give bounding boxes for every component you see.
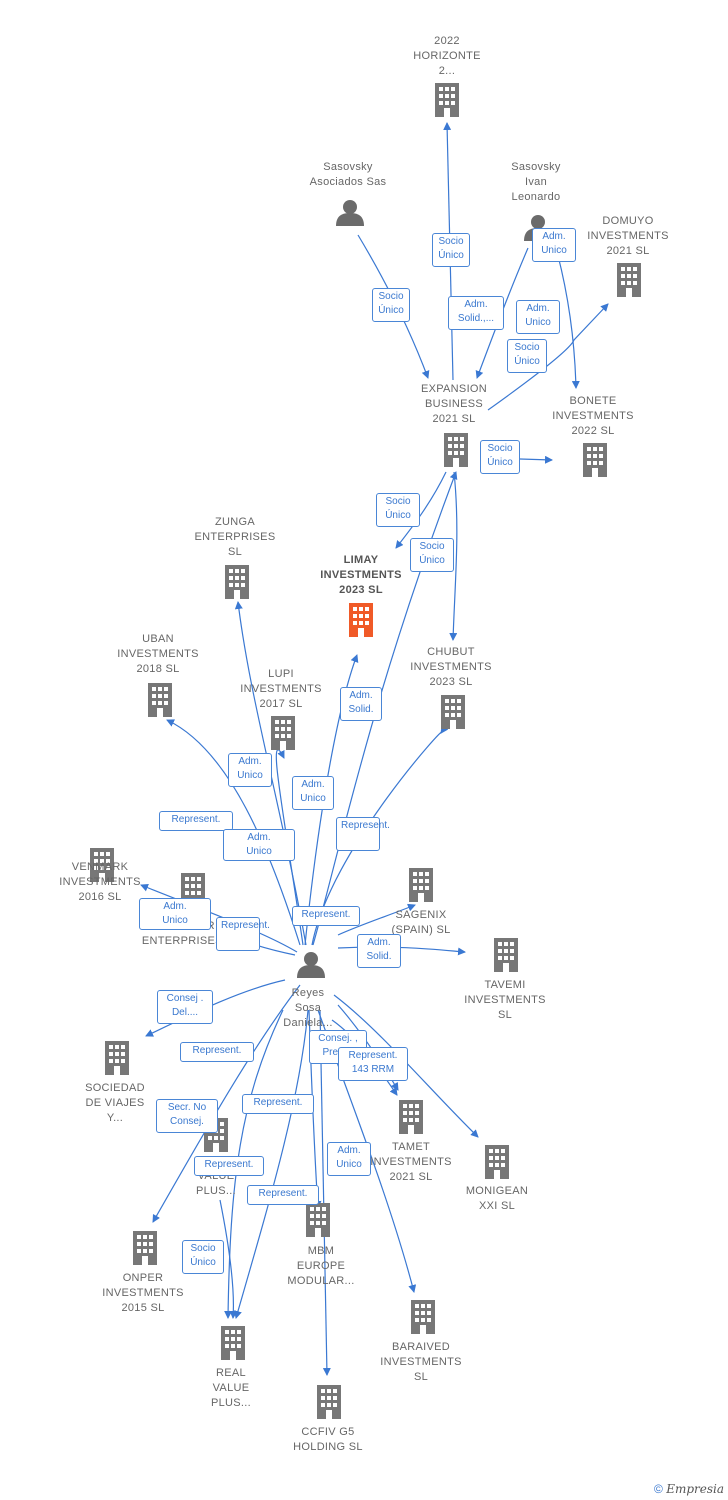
node-label-ccfiv[interactable]: CCFIV G5 HOLDING SL: [293, 1426, 363, 1453]
company-building-icon[interactable]: [105, 1041, 129, 1075]
edge-label: Represent.: [194, 1156, 264, 1176]
node-label-lupi[interactable]: LUPI INVESTMENTS 2017 SL: [240, 668, 322, 710]
edge-12: [166, 719, 301, 946]
edge-28: [219, 1199, 238, 1319]
company-building-icon[interactable]: [485, 1145, 509, 1179]
company-building-icon[interactable]: [221, 1326, 245, 1360]
node-label-venmark[interactable]: VENMARK INVESTMENTS 2016 SL: [59, 861, 141, 903]
node-label-mbm[interactable]: MBM EUROPE MODULAR...: [287, 1245, 355, 1287]
node-label-baraived[interactable]: BARAIVED INVESTMENTS SL: [380, 1341, 462, 1383]
edge-4: [555, 247, 580, 389]
edge-label: Socio Único: [410, 538, 454, 572]
company-building-icon[interactable]: [133, 1231, 157, 1265]
company-building-icon[interactable]: [441, 695, 465, 729]
node-label-sagenix[interactable]: SAGENIX (SPAIN) SL: [391, 909, 451, 936]
edge-label: Adm. Unico: [516, 300, 560, 334]
edge-label: Adm. Unico: [292, 776, 334, 810]
node-label-limay[interactable]: LIMAY INVESTMENTS 2023 SL: [320, 554, 402, 596]
edge-25: [319, 1009, 331, 1376]
node-label-sociedad[interactable]: SOCIEDAD DE VIAJES Y...: [85, 1082, 145, 1124]
node-label-domuyo[interactable]: DOMUYO INVESTMENTS 2021 SL: [587, 215, 669, 257]
company-building-icon[interactable]: [435, 83, 459, 117]
node-label-monigean[interactable]: MONIGEAN XXI SL: [465, 1185, 529, 1212]
node-label-sasovsky_asoc[interactable]: Sasovsky Asociados Sas: [309, 161, 387, 188]
footer: © Empresia: [654, 1482, 724, 1496]
company-building-icon[interactable]: [148, 683, 172, 717]
edge-label: Secr. No Consej.: [156, 1099, 218, 1133]
company-building-icon[interactable]: [306, 1203, 330, 1237]
edge-23: [234, 1009, 309, 1319]
node-label-bonete[interactable]: BONETE INVESTMENTS 2022 SL: [552, 395, 634, 437]
edge-label: Adm. Solid.,...: [448, 296, 504, 330]
edge-label: Socio Único: [182, 1240, 224, 1274]
edge-label: Represent.: [216, 917, 270, 951]
edge-11: [275, 749, 304, 946]
node-label-onper[interactable]: ONPER INVESTMENTS 2015 SL: [102, 1272, 184, 1314]
node-label-tavemi[interactable]: TAVEMI INVESTMENTS SL: [464, 979, 546, 1021]
edge-label: Adm. Unico: [532, 228, 576, 262]
node-label-horizonte[interactable]: 2022 HORIZONTE 2...: [413, 35, 481, 77]
edge-7: [449, 471, 458, 641]
company-building-icon[interactable]: [349, 603, 373, 637]
edge-label: Adm. Unico: [228, 753, 272, 787]
edge-label: Adm. Unico: [223, 829, 295, 861]
edge-label: Represent.: [247, 1185, 319, 1205]
company-building-icon[interactable]: [411, 1300, 435, 1334]
copyright-icon: ©: [654, 1482, 663, 1496]
edge-16: [337, 903, 416, 936]
edge-label: Represent.: [292, 906, 360, 926]
edge-label: Represent.: [180, 1042, 254, 1062]
node-label-uban[interactable]: UBAN INVESTMENTS 2018 SL: [117, 633, 199, 675]
company-building-icon[interactable]: [317, 1385, 341, 1419]
edge-18: [145, 979, 286, 1037]
node-label-chubut[interactable]: CHUBUT INVESTMENTS 2023 SL: [410, 646, 492, 688]
node-label-expansion[interactable]: EXPANSION BUSINESS 2021 SL: [420, 383, 488, 425]
edge-label: Represent.: [159, 811, 233, 831]
edge-27: [224, 1009, 284, 1319]
node-label-reyes[interactable]: Reyes Sosa Daniela...: [283, 987, 333, 1029]
edge-label: Consej . Del....: [157, 990, 213, 1024]
edge-label: Socio Único: [507, 339, 547, 373]
company-building-icon[interactable]: [444, 433, 468, 467]
node-label-zunga[interactable]: ZUNGA ENTERPRISES SL: [194, 516, 276, 558]
edge-label: Socio Único: [376, 493, 420, 527]
edge-label: Represent. 143 RRM: [338, 1047, 408, 1081]
edge-6: [395, 471, 447, 549]
node-label-tamet[interactable]: TAMET INVESTMENTS 2021 SL: [370, 1141, 452, 1183]
company-building-icon[interactable]: [225, 565, 249, 599]
person-icon[interactable]: [297, 952, 325, 978]
node-label-sasovsky_ivan[interactable]: Sasovsky Ivan Leonardo: [511, 161, 561, 203]
edge-label: Adm. Solid.: [340, 687, 382, 721]
edge-label: Socio Único: [372, 288, 410, 322]
company-building-icon[interactable]: [494, 938, 518, 972]
node-label-realvalue2[interactable]: REAL VALUE PLUS...: [210, 1367, 251, 1409]
edge-label: Represent.: [336, 817, 390, 851]
edge-label: Represent.: [242, 1094, 314, 1114]
edge-label: Socio Único: [480, 440, 520, 474]
person-icon[interactable]: [336, 200, 364, 226]
company-building-icon[interactable]: [409, 868, 433, 902]
company-building-icon[interactable]: [617, 263, 641, 297]
edge-label: Adm. Unico: [139, 898, 211, 930]
edge-label: Socio Único: [432, 233, 470, 267]
edge-label: Adm. Solid.: [357, 934, 401, 968]
company-building-icon[interactable]: [399, 1100, 423, 1134]
edge-19: [152, 984, 301, 1223]
edge-8: [304, 654, 359, 946]
brand-logo: Empresia: [666, 1482, 724, 1496]
edge-label: Adm. Unico: [327, 1142, 371, 1176]
company-building-icon[interactable]: [583, 443, 607, 477]
company-building-icon[interactable]: [271, 716, 295, 750]
